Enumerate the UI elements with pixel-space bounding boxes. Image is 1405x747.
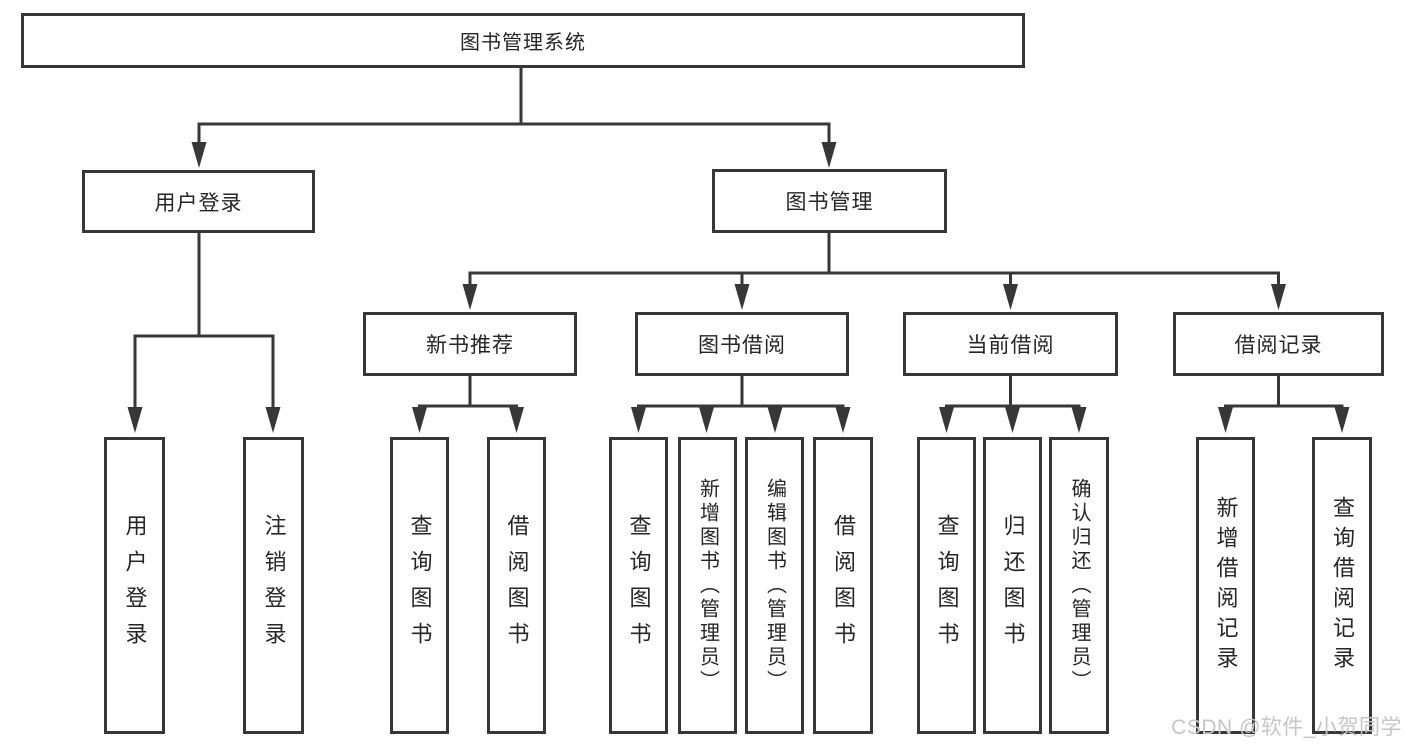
node-current-borrow: 当前借阅 [903,312,1118,376]
node-label: 当前借阅 [966,334,1055,357]
leaf-label: 借阅图书 [831,513,856,658]
csdn-watermark: CSDN @软件_小贺同学 [1171,716,1402,739]
leaf-label: 归还图书 [1000,513,1026,658]
node-label: 借阅记录 [1234,334,1323,357]
leaf-label: 确认归还（管理员） [1068,477,1090,694]
node-label: 新书推荐 [426,334,514,357]
node-book-management: 图书管理 [712,169,947,233]
leaf-label: 编辑图书（管理员） [763,477,786,694]
leaf-confirm-return-admin: 确认归还（管理员） [1049,437,1109,734]
leaf-label: 注销登录 [261,513,287,658]
node-label: 图书管理系统 [460,32,586,54]
leaf-label: 查询图书 [934,513,960,658]
leaf-label: 查询图书 [407,513,433,658]
leaf-query-books-recommend: 查询图书 [390,437,449,734]
node-book-borrow: 图书借阅 [635,312,849,376]
leaf-query-borrow-record: 查询借阅记录 [1312,437,1372,734]
node-borrow-records: 借阅记录 [1173,312,1384,376]
leaf-user-login: 用户登录 [104,437,165,734]
leaf-edit-book-admin: 编辑图书（管理员） [745,437,804,734]
leaf-return-books: 归还图书 [983,437,1042,734]
leaf-label: 查询借阅记录 [1330,495,1355,676]
node-label: 图书管理 [785,191,874,214]
node-user-login: 用户登录 [82,170,315,233]
leaf-query-books-current: 查询图书 [917,437,976,734]
leaf-label: 用户登录 [122,513,148,658]
node-library-system: 图书管理系统 [21,13,1025,68]
leaf-label: 新增借阅记录 [1213,495,1239,676]
leaf-borrow-books-recommend: 借阅图书 [487,437,546,734]
node-label: 图书借阅 [698,334,786,357]
leaf-add-book-admin: 新增图书（管理员） [678,437,737,734]
node-new-book-recommend: 新书推荐 [363,312,577,376]
leaf-query-books-borrow: 查询图书 [609,437,668,734]
leaf-label: 新增图书（管理员） [696,477,719,694]
leaf-label: 查询图书 [626,513,652,658]
node-label: 用户登录 [154,191,243,215]
leaf-add-borrow-record: 新增借阅记录 [1196,437,1255,734]
leaf-logout: 注销登录 [243,437,304,734]
leaf-label: 借阅图书 [504,513,530,658]
leaf-borrow-books: 借阅图书 [813,437,873,734]
